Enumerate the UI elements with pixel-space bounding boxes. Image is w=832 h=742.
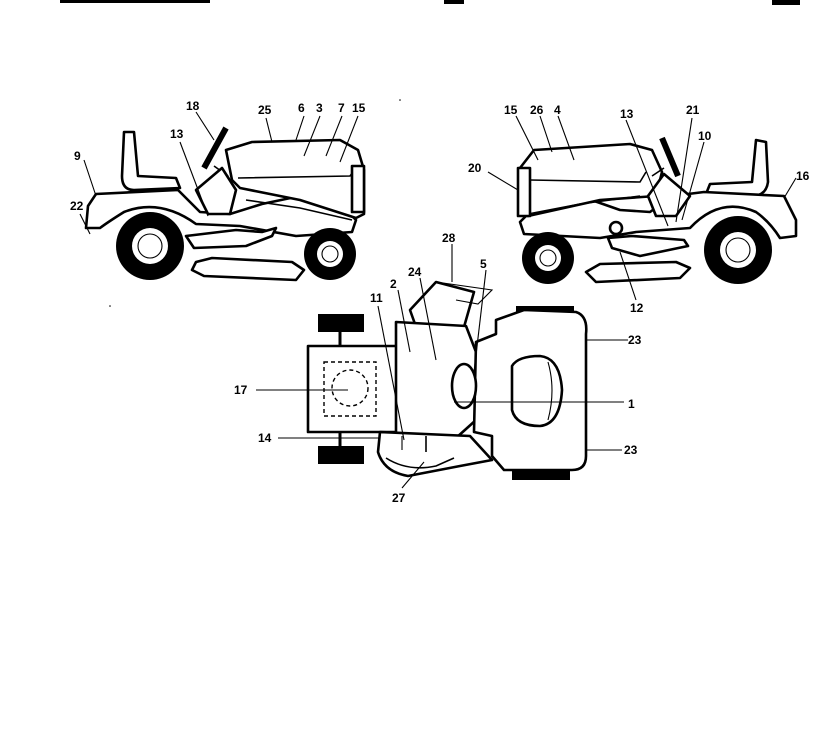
front-wheel-bottom — [512, 470, 570, 480]
callout-5: 5 — [480, 257, 487, 271]
callout-24: 24 — [408, 265, 422, 279]
callout-10: 10 — [698, 129, 712, 143]
callout-17: 17 — [234, 383, 248, 397]
callout-15: 15 — [352, 101, 366, 115]
callout-13-right: 13 — [620, 107, 634, 121]
seat — [704, 138, 770, 198]
top-view: 28 2 24 5 11 23 17 1 14 23 27 — [234, 231, 642, 505]
callout-9: 9 — [74, 149, 81, 163]
seat — [120, 130, 182, 192]
callout-28: 28 — [442, 231, 456, 245]
top-edge-fragments — [60, 0, 800, 5]
callout-11: 11 — [370, 291, 383, 305]
callout-23-lower: 23 — [624, 443, 638, 457]
callout-3: 3 — [316, 101, 323, 115]
callout-6: 6 — [298, 101, 305, 115]
right-tractor-side-view: 15 26 4 13 21 10 20 16 12 — [468, 103, 810, 315]
callout-14: 14 — [258, 431, 272, 445]
rear-wheel-top — [318, 314, 364, 332]
callout-21: 21 — [686, 103, 700, 117]
rear-wheel-bottom — [318, 446, 364, 464]
callout-23-upper: 23 — [628, 333, 642, 347]
callout-13: 13 — [170, 127, 184, 141]
callout-20: 20 — [468, 161, 482, 175]
callout-2: 2 — [390, 277, 397, 291]
callout-7: 7 — [338, 101, 345, 115]
callout-15-right: 15 — [504, 103, 518, 117]
callout-1: 1 — [628, 397, 635, 411]
callout-16: 16 — [796, 169, 810, 183]
callout-18: 18 — [186, 99, 200, 113]
left-tractor-side-view: 18 25 6 3 7 15 13 9 22 — [70, 99, 366, 282]
callout-4: 4 — [554, 103, 561, 117]
callout-12: 12 — [630, 301, 644, 315]
callout-27: 27 — [392, 491, 406, 505]
callout-26: 26 — [530, 103, 544, 117]
callout-22: 22 — [70, 199, 84, 213]
callout-25: 25 — [258, 103, 272, 117]
seat-box — [306, 344, 406, 434]
